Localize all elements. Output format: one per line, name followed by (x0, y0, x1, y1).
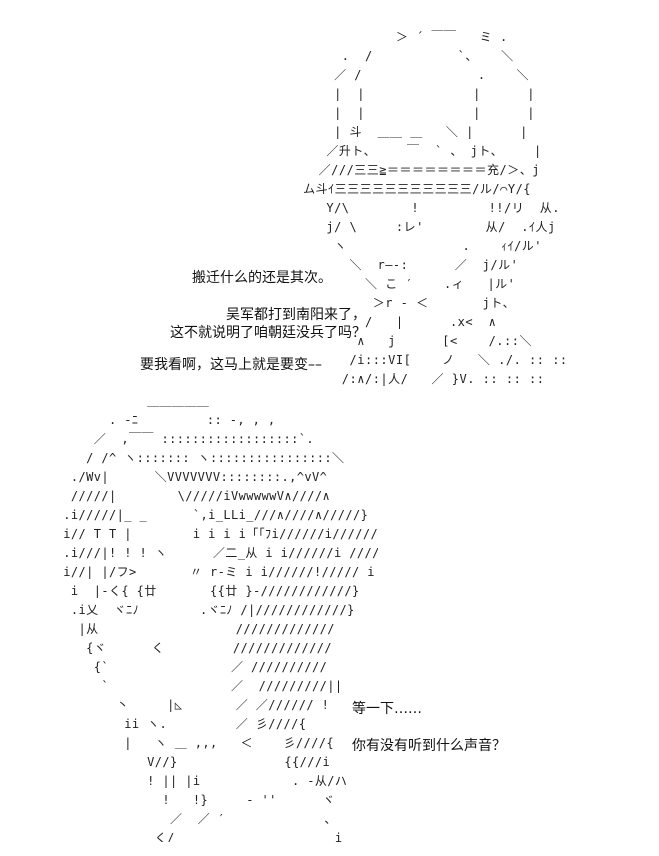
bottom-art-row: ／ ,￣￣ ::::::::::::::::::`. (48, 432, 314, 446)
top-art-row: ヽ . ｨｲ/ル' (280, 239, 543, 253)
bottom-art-row: ／ ／ ′ 、 (48, 812, 337, 826)
bottom-art-row: i// T T | i i i i「「ﾌi//////i//////} (48, 527, 378, 541)
bottom-art-row: | ヽ ＿ ,,, ＜ 彡////{ (48, 736, 334, 750)
ascii-art-character-with-cap: ＞ ´ ￣￣ ミ . . / `、 ＼ ／ / . ＼ | | | | | | … (280, 28, 580, 408)
bottom-art-row: .i///|! ! ! ヽ ／二_从 i i//////i /////! (48, 546, 378, 560)
top-art-row: ム斗ｲ三三三三三三三三三三三/ル/⌒Y/{ (280, 182, 532, 196)
dialog-block-relocation: 搬迁什么的还是其次。 (192, 269, 332, 287)
bottom-art-row: / /^ ヽ::::::: ヽ::::::::::::::::＼ (48, 451, 345, 465)
top-art-row: | 斗 ＿＿ ＿ ＼ | | (280, 125, 528, 139)
dialog-line: 搬迁什么的还是其次。 (192, 270, 332, 286)
top-art-row: ＞r - ＜ jト、 (280, 296, 516, 310)
dialog-block-sound: 你有没有听到什么声音？ (352, 737, 506, 755)
dialog-line: 要我看啊，这马上就是要变–– (140, 357, 322, 373)
dialog-block-wu-army: 吴军都打到南阳来了， 这不就说明了咱朝廷没兵了吗？ (126, 306, 366, 342)
bottom-art-row: ii ヽ. ／ 彡////{ (48, 717, 307, 731)
bottom-art-row: {` ／ ////////// (48, 660, 328, 674)
top-art-row: ∧ j [< /.::＼ (280, 334, 532, 348)
bottom-art-row: ! !} - '' ヾ (48, 793, 335, 807)
top-art-row: / | .x< ∧ (280, 315, 497, 329)
bottom-art-row: 丶 |◺ ／ ／////// ! (48, 698, 330, 712)
dialog-line: 吴军都打到南阳来了， (226, 307, 366, 323)
bottom-art-row: {ヾ く ///////////// (48, 641, 333, 655)
top-art-row: ／升ト、 ￣ ` 、 jト、 | (280, 144, 542, 158)
bottom-art-row: .i乂 ヾﾆﾉ .ヾﾆﾉ /|////////////} (48, 603, 355, 617)
bottom-art-row: .i/////|_ _ `,i_LLi_///∧////∧/////} (48, 508, 369, 522)
bottom-art-row: _く/ i (48, 831, 343, 842)
top-art-row: ＞ ´ ￣￣ ミ . (280, 30, 508, 44)
dialog-line: 你有没有听到什么声音？ (352, 738, 506, 754)
dialog-block-change: 要我看啊，这马上就是要变–– (140, 356, 322, 374)
top-art-row: ／///三三≧＝＝＝＝＝＝＝＝充/＞、j (280, 163, 540, 177)
dialog-line: 等一下…… (352, 701, 422, 717)
bottom-art-row: ＿＿＿＿＿ (48, 394, 210, 408)
bottom-art-row: i//| |/フ> 〃 r-ミ i i//////!///// i (48, 565, 375, 579)
top-art-row: /i:::VI[ ノ ＼ ./. :: :: (280, 353, 568, 367)
bottom-art-row: . -ﾆ :: -, , , (48, 413, 276, 427)
top-art-row: | | | | (280, 87, 535, 101)
bottom-art-row: |从 ///////////// (48, 622, 335, 636)
top-art-row: j/ \ :レ' 从/ .ｲ人j (280, 220, 556, 234)
bottom-art-row: /////| \/////iVwwwwwV∧////∧ (48, 489, 331, 503)
bottom-art-row: V//} {{///i (48, 755, 331, 769)
top-art-row: Y/\ ! !!/リ 从. (280, 201, 560, 215)
top-art-row: | | | | (280, 106, 535, 120)
bottom-art-row: ./Wv| ＼VVVVVVV::::::::.,^vV^ (48, 470, 328, 484)
top-art-row: ＼ r―‐: ／ j/ル' (280, 258, 519, 272)
bottom-art-row: i |-く{ {廿 {{廿 }-////////////} (48, 584, 360, 598)
dialog-line: 这不就说明了咱朝廷没兵了吗？ (170, 325, 366, 341)
bottom-art-row: ! || |i . -从/ハ (48, 774, 348, 788)
dialog-block-wait: 等一下…… (352, 700, 422, 718)
bottom-art-row: ` ／ /////////|| (48, 679, 343, 693)
top-art-row: ＼ こ ′ .ィ |ル' (280, 277, 516, 291)
ascii-art-character-long-hair: ＿＿＿＿＿ . -ﾆ :: -, , , ／ ,￣￣ :::::::::::::… (48, 392, 378, 842)
top-art-row: ／ / . ＼ (280, 68, 530, 82)
top-art-row: /:∧/:|人/ ／ }V. :: :: :: (280, 372, 545, 386)
top-art-row: . / `、 ＼ (280, 49, 514, 63)
